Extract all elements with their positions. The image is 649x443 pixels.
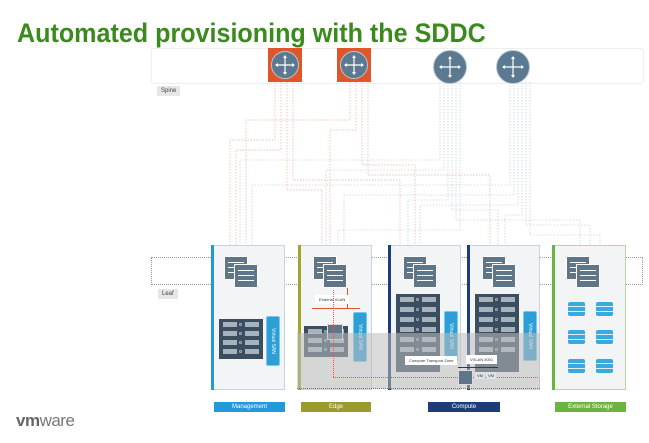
vmware-logo: vmware (16, 411, 75, 430)
leaf-switch-icon (403, 256, 437, 290)
leaf-switch-icon (566, 256, 600, 290)
spine-switch-round-1 (433, 50, 467, 84)
compute-transport-zone-label: Compute Transport Zone (405, 356, 458, 365)
virtual-san-icon: Virtual SAN (266, 316, 280, 366)
storage-disk-icon (568, 330, 585, 344)
category-compute: Compute (428, 402, 500, 412)
category-management: Management (214, 402, 285, 412)
storage-disk-icon (596, 302, 613, 316)
spine-label: Spine (157, 86, 181, 96)
leaf-switch-icon (313, 256, 347, 290)
leaf-switch-icon (482, 256, 516, 290)
rack-management: Virtual SAN (211, 245, 285, 390)
storage-disk-icon (568, 302, 585, 316)
storage-disk-icon (596, 330, 613, 344)
host-servers (219, 319, 263, 359)
router-icon (271, 51, 299, 79)
leaf-switch-icon (224, 256, 258, 290)
router-icon (496, 50, 530, 84)
slide-title: Automated provisioning with the SDDC (17, 18, 486, 48)
transport-zone-wire (333, 377, 538, 378)
spine-tier-box (151, 48, 644, 84)
rack-external-storage (552, 245, 626, 390)
spine-switch-orange-1 (268, 48, 302, 82)
vm-icon: VM (475, 372, 485, 379)
leaf-label: Leaf (158, 289, 178, 299)
vxlan-label: VXLAN 5001 (466, 355, 498, 364)
external-vlan-line (312, 308, 360, 309)
logical-router-icon (458, 370, 473, 385)
router-icon (433, 50, 467, 84)
spine-switch-orange-2 (337, 48, 371, 82)
vm-icon: VM (486, 372, 496, 379)
category-external-storage: External Storage (555, 402, 626, 412)
vxlan-line (458, 367, 498, 368)
category-edge: Edge (301, 402, 371, 412)
spine-switch-round-2 (496, 50, 530, 84)
storage-disk-icon (568, 359, 585, 373)
storage-disk-icon (596, 359, 613, 373)
external-vlan-label: External VLAN (315, 295, 350, 304)
router-icon (340, 51, 368, 79)
